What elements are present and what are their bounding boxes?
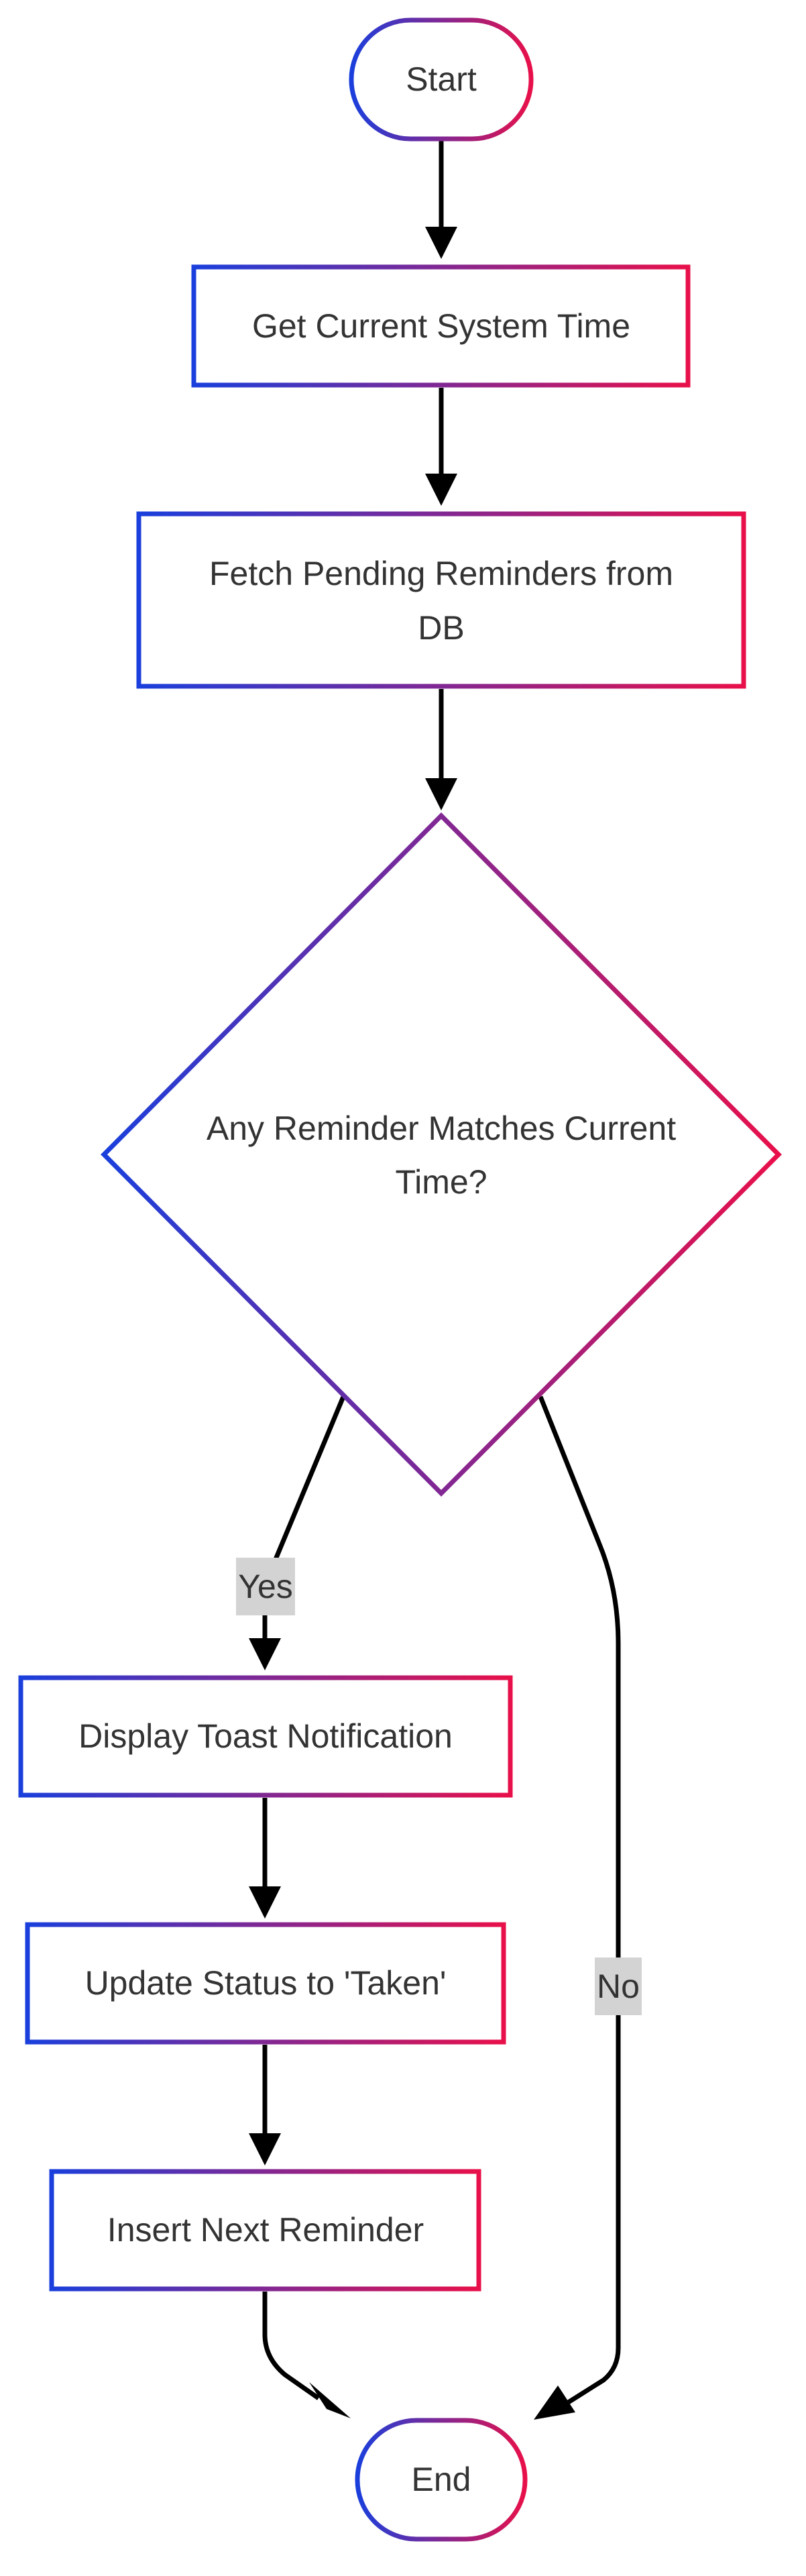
end-label: End: [412, 2461, 471, 2498]
fetch-label-line-2: DB: [418, 609, 464, 647]
get-time-node: Get Current System Time: [191, 264, 691, 388]
edge-label-yes: Yes: [236, 1558, 295, 1615]
edge-decision-to-end: [538, 1395, 621, 2405]
end-node: End: [355, 2418, 528, 2542]
get-time-label: Get Current System Time: [252, 307, 630, 345]
insert-node: Insert Next Reminder: [49, 2169, 481, 2292]
start-label: Start: [406, 60, 477, 98]
edge-label-no-text: No: [597, 1968, 640, 2005]
edge-label-no: No: [595, 1957, 642, 2015]
insert-label: Insert Next Reminder: [107, 2211, 424, 2249]
decision-label-line-1: Any Reminder Matches Current: [207, 1110, 676, 1147]
fetch-node: Fetch Pending Reminders from DB: [136, 511, 746, 689]
svg-text:DB: DB: [418, 609, 464, 647]
svg-text:Time?: Time?: [395, 1163, 487, 1201]
arrowhead: [309, 2382, 351, 2418]
arrowhead: [249, 1886, 281, 1919]
arrowhead: [425, 474, 457, 506]
arrowhead: [249, 1638, 281, 1670]
fetch-label-line-1: Fetch Pending Reminders from: [209, 555, 673, 592]
start-node: Start: [349, 17, 534, 142]
edge-insert-to-end: [262, 2292, 321, 2400]
edge-label-yes-text: Yes: [238, 1568, 293, 1605]
toast-label: Display Toast Notification: [78, 1717, 453, 1755]
update-node: Update Status to 'Taken': [25, 1922, 506, 2045]
arrowhead: [249, 2133, 281, 2165]
edges: [249, 141, 621, 2420]
decision-node: Any Reminder Matches Current Time?: [101, 812, 782, 1497]
svg-text:Any Reminder Matches Current: Any Reminder Matches Current: [207, 1110, 676, 1147]
update-label: Update Status to 'Taken': [85, 1964, 447, 2002]
decision-label-line-2: Time?: [395, 1163, 487, 1201]
arrowhead: [425, 778, 457, 810]
svg-text:Fetch Pending Reminders from: Fetch Pending Reminders from: [209, 555, 673, 592]
arrowhead: [425, 227, 457, 259]
toast-node: Display Toast Notification: [18, 1675, 513, 1798]
arrowhead: [534, 2385, 575, 2420]
